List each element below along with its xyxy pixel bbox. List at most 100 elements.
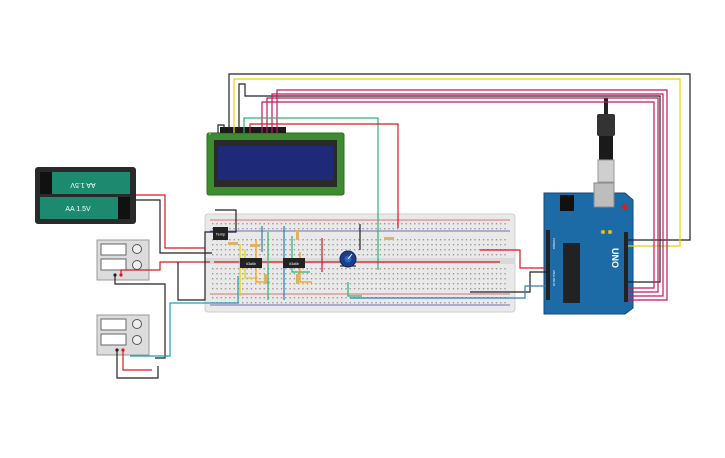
breadboard-hole [478, 283, 480, 285]
wire-magenta[interactable] [271, 93, 664, 297]
breadboard-hole [298, 297, 300, 299]
breadboard-hole [396, 239, 399, 241]
breadboard-hole [461, 239, 463, 241]
op-amp-chip-1[interactable]: #3a6b [240, 258, 262, 268]
breadboard-hole [405, 273, 407, 275]
breadboard-hole [478, 239, 480, 241]
breadboard-hole [224, 288, 227, 290]
wire-red[interactable] [120, 261, 210, 275]
wire-green[interactable] [291, 236, 310, 273]
breadboard-hole [401, 239, 403, 241]
breadboard-hole [246, 302, 248, 304]
breadboard-hole [435, 278, 437, 280]
breadboard-hole [448, 273, 450, 275]
wire-blue[interactable] [350, 285, 546, 299]
wire-magenta[interactable] [266, 97, 659, 293]
breadboard-hole [439, 268, 442, 270]
voltage-knob[interactable] [132, 319, 142, 329]
breadboard-hole [341, 283, 343, 285]
resistor[interactable] [296, 274, 299, 284]
wire-red[interactable] [480, 249, 546, 269]
resistor[interactable] [384, 237, 394, 240]
breadboard-hole [220, 288, 222, 290]
resistor[interactable] [228, 242, 238, 245]
breadboard-hole [349, 239, 351, 241]
breadboard-hole [224, 297, 227, 299]
breadboard-hole [495, 254, 498, 256]
breadboard-hole [461, 302, 463, 304]
breadboard-hole [220, 273, 222, 275]
breadboard-hole [474, 244, 476, 246]
power-supply-1[interactable] [96, 239, 150, 281]
breadboard-hole [422, 278, 425, 280]
breadboard-hole [384, 283, 386, 285]
breadboard-hole [457, 268, 459, 270]
wire-black[interactable] [228, 73, 691, 241]
usb-port[interactable] [593, 182, 615, 208]
breadboard-hole [405, 228, 407, 230]
wire-green[interactable] [243, 117, 379, 270]
breadboard-hole [306, 254, 308, 256]
breadboard-hole [362, 254, 364, 256]
wire-red[interactable] [122, 350, 152, 371]
arduino-uno[interactable]: UNO POWER ANALOG IN [543, 182, 634, 315]
wire-red[interactable] [249, 123, 399, 228]
temperature-sensor[interactable]: Temp [213, 227, 228, 240]
breadboard-hole [435, 273, 437, 275]
resistor[interactable] [264, 274, 267, 284]
breadboard-hole [276, 268, 278, 270]
wire-black[interactable] [238, 83, 661, 283]
breadboard-hole [224, 273, 227, 275]
wire-magenta[interactable] [276, 89, 668, 301]
breadboard-hole [495, 288, 498, 290]
breadboard-hole [439, 302, 442, 304]
resistor[interactable] [250, 244, 260, 247]
breadboard-hole [212, 278, 214, 280]
usb-cable[interactable] [597, 98, 615, 183]
breadboard-hole [439, 283, 442, 285]
breadboard-hole [418, 223, 420, 225]
breadboard-hole [379, 254, 382, 256]
breadboard-hole [448, 268, 450, 270]
breadboard-hole [323, 228, 326, 230]
battery-pack[interactable]: AA 1.5V AA 1.5V [35, 167, 136, 224]
voltage-knob[interactable] [132, 244, 142, 254]
breadboard-hole [431, 239, 433, 241]
wire-teal[interactable] [130, 276, 239, 357]
breadboard-hole [375, 273, 377, 275]
breadboard-hole [487, 288, 489, 290]
wire-green[interactable] [347, 282, 362, 297]
current-knob[interactable] [132, 260, 142, 270]
current-knob[interactable] [132, 335, 142, 345]
breadboard-hole [392, 268, 394, 270]
lcd-display[interactable] [206, 127, 345, 196]
breadboard-hole [444, 288, 446, 290]
potentiometer[interactable] [339, 250, 357, 268]
breadboard-hole [439, 288, 442, 290]
resistor[interactable] [296, 230, 299, 240]
wire-red[interactable] [136, 194, 205, 249]
breadboard-hole [495, 268, 498, 270]
reset-button[interactable] [622, 204, 628, 210]
power-supply-2[interactable] [96, 314, 150, 356]
breadboard-hole [388, 268, 390, 270]
breadboard-hole [276, 254, 278, 256]
wire-black[interactable] [177, 209, 237, 301]
breadboard-hole [285, 302, 287, 304]
wire-black[interactable] [136, 199, 212, 254]
wire-black[interactable] [116, 350, 159, 379]
breadboard-hole [457, 228, 459, 230]
wire-black[interactable] [217, 124, 225, 133]
wire-black[interactable] [114, 275, 166, 359]
breadboard-hole [212, 223, 214, 225]
breadboard-hole [293, 228, 296, 230]
breadboard-hole [418, 239, 420, 241]
wire-black[interactable] [470, 271, 546, 293]
breadboard-hole [353, 288, 356, 290]
op-amp-chip-2[interactable]: #3a6b [283, 258, 305, 268]
breadboard-hole [285, 273, 287, 275]
breadboard-hole [237, 249, 240, 251]
wire-magenta[interactable] [261, 101, 655, 289]
breadboard-hole [237, 254, 240, 256]
breadboard-hole [371, 273, 373, 275]
